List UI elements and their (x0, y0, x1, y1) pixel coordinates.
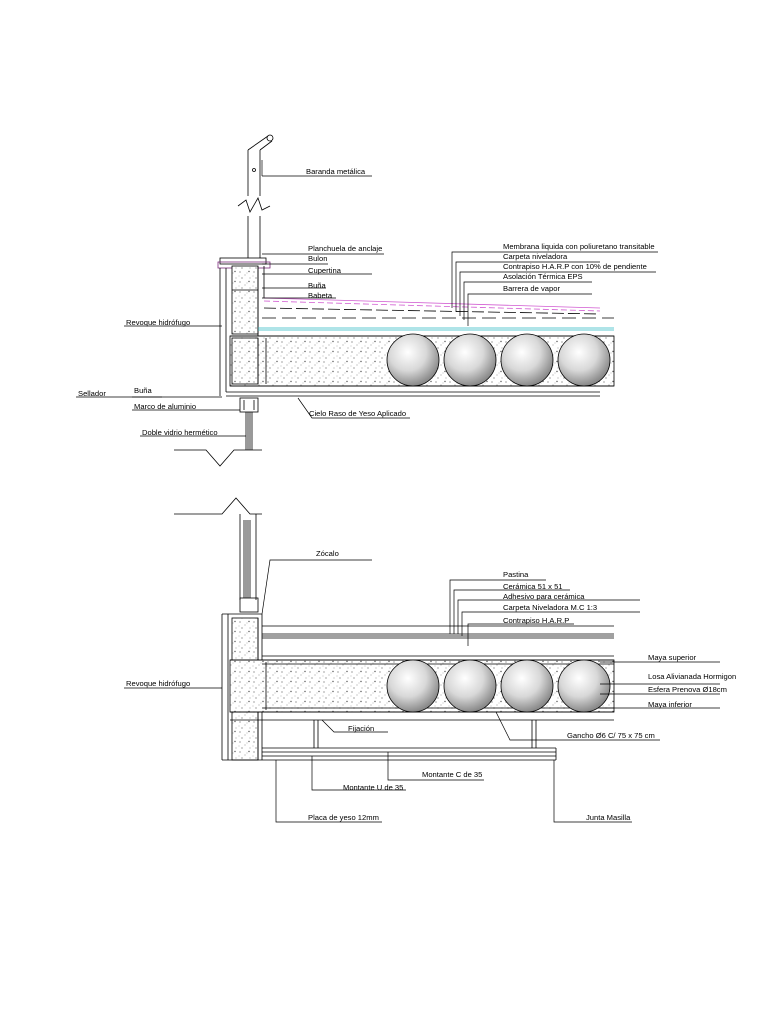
lower-detail (174, 497, 615, 761)
suspended-ceiling (262, 720, 557, 761)
floor-layers (262, 625, 614, 657)
label-carpeta-upper: Carpeta niveladora (503, 252, 568, 261)
label-esfera: Esfera Prenova Ø18cm (648, 685, 727, 694)
window-frame (174, 397, 262, 467)
label-ceramica: Cerámica 51 x 51 (503, 582, 563, 591)
upper-detail (174, 134, 615, 467)
lower-slab (229, 659, 615, 721)
slab (226, 333, 615, 397)
label-baranda: Baranda metálica (306, 167, 366, 176)
label-cielo: Cielo Raso de Yeso Aplicado (309, 409, 406, 418)
label-vidrio: Doble vidrio hermético (142, 428, 218, 437)
label-gancho: Gancho Ø6 C/ 75 x 75 cm (567, 731, 655, 740)
label-babeta: Babeta (308, 291, 333, 300)
label-revoque-upper: Revoque hidrófugo (126, 318, 190, 327)
label-bulon: Bulon (308, 254, 327, 263)
label-buna-bottom: Buña (134, 386, 153, 395)
label-adhesivo: Adhesivo para cerámica (503, 592, 585, 601)
label-carpeta-lower: Carpeta Niveladora M.C 1:3 (503, 603, 597, 612)
label-barrera: Barrera de vapor (503, 284, 560, 293)
window-section (174, 497, 262, 613)
label-maya-inferior: Maya inferior (648, 700, 692, 709)
label-contrapiso-lower: Contrapiso H.A.R.P (503, 616, 569, 625)
label-maya-superior: Maya superior (648, 653, 697, 662)
upper-leaders (76, 160, 658, 437)
label-sellador: Sellador (78, 389, 106, 398)
label-contrapiso-upper: Contrapiso H.A.R.P con 10% de pendiente (503, 262, 647, 271)
label-placa: Placa de yeso 12mm (308, 813, 379, 822)
railing (237, 134, 274, 258)
label-montante-c: Montante C de 35 (422, 770, 482, 779)
label-montante-u: Montante U de 35 (343, 783, 403, 792)
upper-labels: Baranda metálica Planchuela de anclaje B… (78, 167, 655, 437)
roof-layers (258, 297, 614, 331)
label-membrana: Membrana liquida con poliuretano transit… (503, 242, 655, 251)
label-cupertina: Cupertina (308, 266, 342, 275)
label-revoque-lower: Revoque hidrófugo (126, 679, 190, 688)
label-aislacion: Asolación Térmica EPS (503, 272, 583, 281)
label-junta: Junta Masilla (586, 813, 631, 822)
parapet (217, 257, 271, 396)
label-zocalo: Zócalo (316, 549, 339, 558)
label-buna-top: Buña (308, 281, 327, 290)
label-fijacion: Fijación (348, 724, 374, 733)
lower-labels: Zócalo Pastina Cerámica 51 x 51 Adhesivo… (126, 549, 736, 822)
label-marco: Marco de aluminio (134, 402, 196, 411)
label-pastina: Pastina (503, 570, 529, 579)
label-losa: Losa Alivianada Hormigon (648, 672, 736, 681)
lower-leaders (124, 559, 720, 823)
label-planchuela: Planchuela de anclaje (308, 244, 382, 253)
